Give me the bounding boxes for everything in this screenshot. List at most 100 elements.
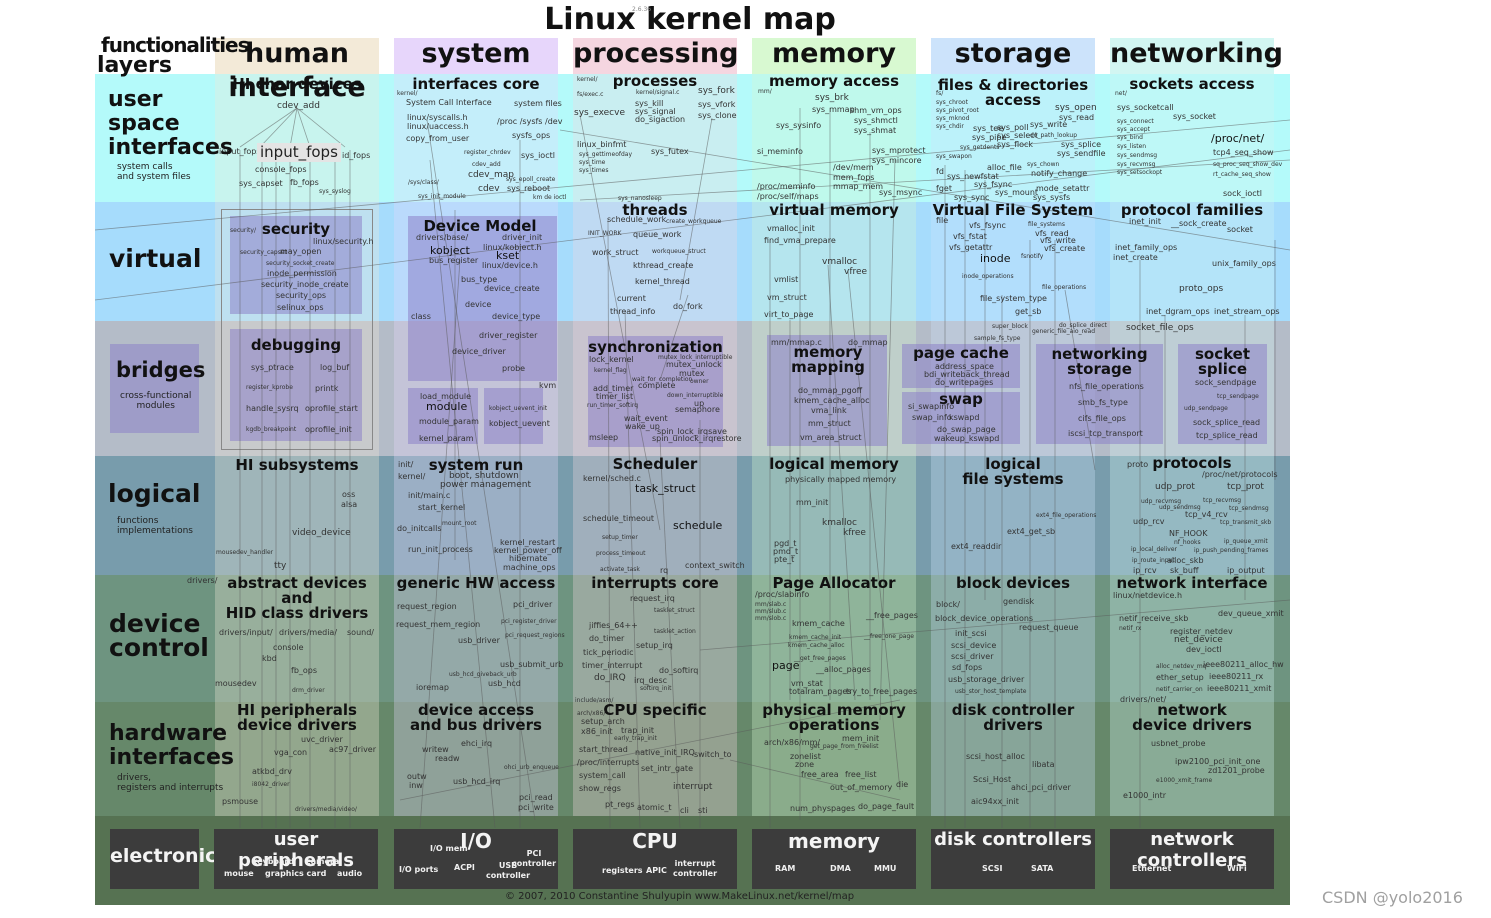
symbol-label[interactable]: device_type xyxy=(492,312,541,321)
symbol-label[interactable]: owner xyxy=(690,378,709,385)
symbol-label[interactable]: mm/mmap.c xyxy=(771,338,822,347)
symbol-label[interactable]: kobject_uevent xyxy=(489,419,550,428)
symbol-label[interactable]: sys_socketcall xyxy=(1117,103,1174,112)
symbol-label[interactable]: mm_init xyxy=(796,498,829,507)
symbol-label[interactable]: inet_dgram_ops xyxy=(1146,307,1210,316)
symbol-label[interactable]: ip_route_input xyxy=(1132,557,1175,564)
symbol-label[interactable]: mm/slub.c xyxy=(755,608,787,615)
symbol-label[interactable]: sys_tee xyxy=(973,124,1004,133)
symbol-label[interactable]: sys_chroot xyxy=(936,99,968,106)
symbol-label[interactable]: tcp_sendmsg xyxy=(1229,505,1269,512)
symbol-label[interactable]: scsi_driver xyxy=(951,652,994,661)
symbol-label[interactable]: sys_time xyxy=(579,159,606,166)
symbol-label[interactable]: cdev_add xyxy=(277,101,320,111)
symbol-label[interactable]: usb_stor_host_template xyxy=(955,688,1027,695)
symbol-label[interactable]: timer_interrupt xyxy=(582,661,643,670)
symbol-label[interactable]: kmem_cache_alloc xyxy=(788,642,845,649)
symbol-label[interactable]: net_device xyxy=(1174,635,1223,645)
symbol-label[interactable]: smb_fs_type xyxy=(1078,398,1128,407)
symbol-label[interactable]: __get_free_pages xyxy=(794,655,846,662)
symbol-label[interactable]: notify_change xyxy=(1031,169,1088,178)
symbol-label[interactable]: kmem_cache xyxy=(792,619,845,628)
symbol-label[interactable]: vm_stat xyxy=(791,679,823,688)
symbol-label[interactable]: net/ xyxy=(1115,90,1127,97)
symbol-label[interactable]: ieee80211_xmit xyxy=(1207,684,1272,693)
symbol-label[interactable]: module xyxy=(426,400,468,413)
symbol-label[interactable]: sys_times xyxy=(579,167,609,174)
symbol-label[interactable]: vfs_getattr xyxy=(949,243,993,252)
symbol-label[interactable]: setup_irq xyxy=(636,641,673,650)
symbol-label[interactable]: vfs_write xyxy=(1040,236,1076,245)
symbol-label[interactable]: sys_mmap xyxy=(812,105,855,114)
symbol-label[interactable]: ip_push_pending_frames xyxy=(1194,547,1269,554)
symbol-label[interactable]: aic94xx_init xyxy=(971,797,1019,806)
symbol-label[interactable]: sys_epoll_create xyxy=(506,176,556,183)
symbol-label[interactable]: do_softirq xyxy=(659,666,699,675)
symbol-label[interactable]: ehci_irq xyxy=(461,739,493,748)
symbol-label[interactable]: sys_msync xyxy=(879,188,923,197)
symbol-label[interactable]: kobject xyxy=(430,244,470,257)
symbol-label[interactable]: device xyxy=(465,300,492,309)
symbol-label[interactable]: linux_binfmt xyxy=(577,140,627,149)
symbol-label[interactable]: get_sb xyxy=(1015,307,1042,316)
symbol-label[interactable]: tasklet_action xyxy=(654,628,696,635)
symbol-label[interactable]: vm_struct xyxy=(767,293,807,302)
symbol-label[interactable]: pgd_t xyxy=(774,539,797,548)
symbol-label[interactable]: tasklet_struct xyxy=(654,607,695,614)
symbol-label[interactable]: vfs_read xyxy=(1035,229,1069,238)
symbol-label[interactable]: sys_kill xyxy=(635,99,664,108)
symbol-label[interactable]: ip_output xyxy=(1227,566,1265,575)
symbol-label[interactable]: cdev xyxy=(478,184,500,194)
symbol-label[interactable]: start_kernel xyxy=(418,503,466,512)
symbol-label[interactable]: /proc/slabinfo xyxy=(755,590,810,599)
symbol-label[interactable]: sys_pipe xyxy=(972,133,1007,142)
symbol-label[interactable]: totalram_pages xyxy=(789,687,852,696)
symbol-label[interactable]: log_buf xyxy=(320,363,350,372)
symbol-label[interactable]: jiffies_64++ xyxy=(589,621,638,630)
symbol-label[interactable]: page xyxy=(772,659,800,672)
symbol-label[interactable]: do_splice_direct xyxy=(1059,322,1107,329)
symbol-label[interactable]: up xyxy=(694,399,705,408)
symbol-label[interactable]: __free_one_page xyxy=(864,633,914,640)
symbol-label[interactable]: softirq_init xyxy=(640,685,672,692)
symbol-label[interactable]: ieee80211_alloc_hw xyxy=(1203,660,1284,669)
symbol-label[interactable]: irq_desc xyxy=(634,676,668,685)
symbol-label[interactable]: usb_hcd_giveback_urb xyxy=(449,671,517,678)
symbol-label[interactable]: register_chrdev xyxy=(464,149,511,156)
symbol-label[interactable]: bus_type xyxy=(461,275,498,284)
symbol-label[interactable]: sys_chdir xyxy=(936,123,964,130)
symbol-label[interactable]: queue_work xyxy=(633,230,682,239)
symbol-label[interactable]: do_fork xyxy=(673,302,703,311)
symbol-label[interactable]: run_init_process xyxy=(408,545,473,554)
symbol-label[interactable]: udp_prot xyxy=(1155,482,1195,492)
symbol-label[interactable]: ip_rcv xyxy=(1133,566,1157,575)
symbol-label[interactable]: complete xyxy=(638,381,676,390)
symbol-label[interactable]: driver_register xyxy=(479,331,538,340)
symbol-label[interactable]: si_meminfo xyxy=(757,147,803,156)
symbol-label[interactable]: tcp_splice_read xyxy=(1196,431,1258,440)
symbol-label[interactable]: km de ioctl xyxy=(533,194,567,201)
symbol-label[interactable]: sys_chown xyxy=(1027,161,1060,168)
symbol-label[interactable]: show_regs xyxy=(579,784,621,793)
symbol-label[interactable]: vmalloc_init xyxy=(767,224,815,233)
symbol-label[interactable]: sys_flock xyxy=(997,140,1034,149)
symbol-label[interactable]: /proc/net/ xyxy=(1211,132,1265,145)
symbol-label[interactable]: kernel/ xyxy=(398,472,426,481)
symbol-label[interactable]: sock_ioctl xyxy=(1223,189,1262,198)
symbol-label[interactable]: work_struct xyxy=(592,248,639,257)
symbol-label[interactable]: virt_to_page xyxy=(764,310,814,319)
symbol-label[interactable]: may_open xyxy=(280,247,322,256)
symbol-label[interactable]: schedule_timeout xyxy=(583,514,655,523)
symbol-label[interactable]: printk xyxy=(315,384,339,393)
symbol-label[interactable]: get_page_from_freelist xyxy=(810,743,879,750)
symbol-label[interactable]: inet_init xyxy=(1129,217,1162,226)
symbol-label[interactable]: kset xyxy=(496,249,520,262)
symbol-label[interactable]: pci_request_regions xyxy=(505,632,565,639)
symbol-label[interactable]: activate_task xyxy=(600,566,640,573)
symbol-label[interactable]: System Call Interface xyxy=(406,98,492,107)
symbol-label[interactable]: register_netdev xyxy=(1170,627,1233,636)
symbol-label[interactable]: do_initcalls xyxy=(397,524,442,533)
symbol-label[interactable]: inode xyxy=(980,252,1011,265)
symbol-label[interactable]: ip_queue_xmit xyxy=(1224,538,1268,545)
symbol-label[interactable]: sys_bind xyxy=(1117,134,1143,141)
